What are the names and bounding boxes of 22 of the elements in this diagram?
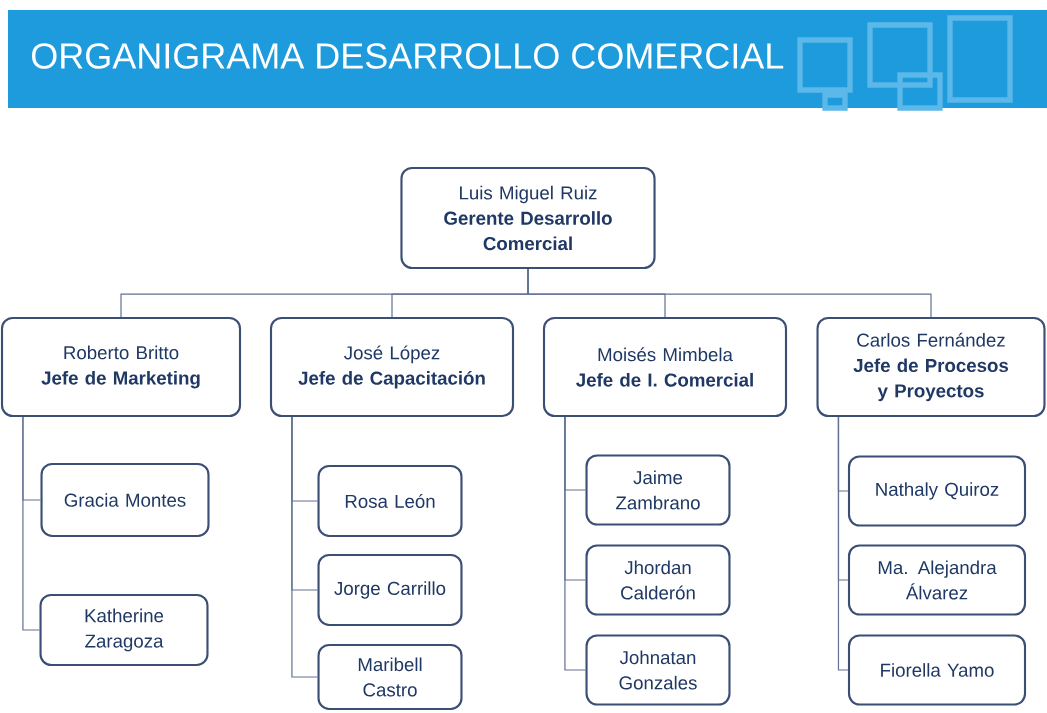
org-box: Moisés Mimbela Jefe de I. Comercial	[542, 316, 788, 418]
org-box: Ma. Alejandra Álvarez	[847, 544, 1027, 616]
org-box: Jhordan Calderón	[585, 544, 731, 616]
org-box: Katherine Zaragoza	[39, 593, 209, 667]
org-box: Johnatan Gonzales	[585, 634, 731, 706]
connector-line	[291, 416, 319, 678]
org-box: Gracia Montes	[40, 462, 210, 538]
title: ORGANIGRAMA DESARROLLO COMERCIAL	[32, 43, 784, 69]
org-box: Carlos Fernández Jefe de Procesos y Proyectos	[816, 316, 1046, 418]
connector-line	[527, 268, 932, 318]
org-box: Maribell Castro	[317, 643, 463, 711]
org-box: Jorge Carrillo	[317, 553, 463, 627]
connector-line	[564, 416, 587, 671]
connector-line	[22, 416, 41, 631]
org-box: Luis Miguel Ruiz Gerente Desarrollo Comercial	[400, 166, 656, 270]
org-box: Fiorella Yamo	[847, 634, 1027, 706]
org-box: Nathaly Quiroz	[847, 455, 1027, 527]
org-box: Jaime Zambrano	[585, 454, 731, 526]
org-box: José López Jefe de Capacitación	[269, 316, 515, 418]
org-box: Rosa León	[317, 464, 463, 538]
connector-line	[837, 416, 849, 671]
org-box: Roberto Britto Jefe de Marketing	[0, 316, 242, 418]
